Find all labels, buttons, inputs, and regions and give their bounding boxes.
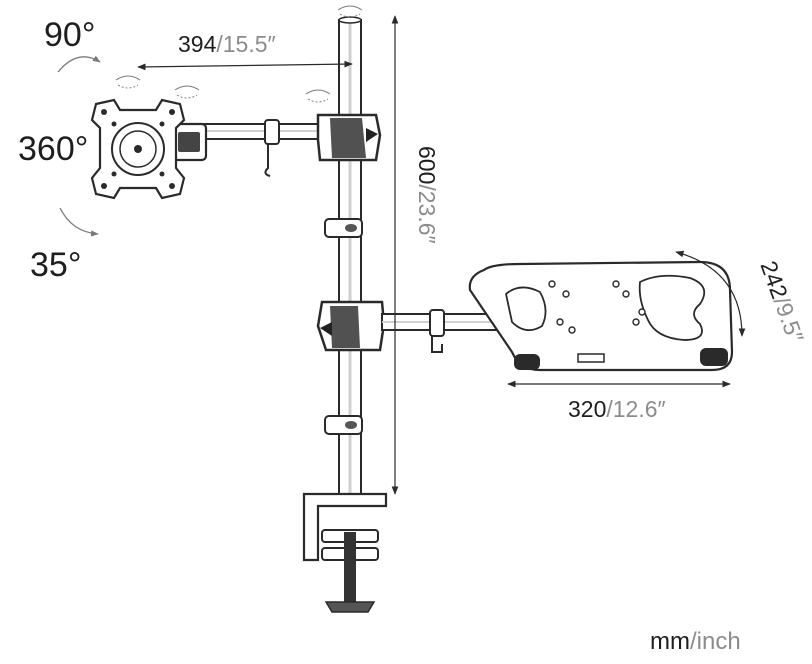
laptop-tray (468, 260, 734, 372)
pole-height-label: 600/23.6″ (414, 146, 440, 244)
desk-clamp (302, 492, 388, 613)
tilt-joint (115, 75, 208, 162)
tray-width-inch: 12.6″ (612, 396, 666, 422)
swivel-angle-label: 35° (30, 246, 82, 284)
unit-legend: mm/inch (650, 630, 741, 654)
swivel-arrow (59, 207, 99, 237)
arm-length-dimension-line (137, 60, 353, 71)
arm-length-inch: 15.5″ (222, 31, 276, 57)
tray-width-label: 320/12.6″ (568, 398, 666, 421)
cable-clip-lower (324, 415, 363, 435)
arm-length-sep: / (216, 31, 223, 57)
tray-width-sep: / (606, 396, 613, 422)
tilt-arrow (57, 55, 101, 73)
tray-width-mm: 320 (568, 396, 607, 422)
cable-clip-upper (324, 218, 363, 238)
rotation-angle-label: 360° (18, 130, 89, 168)
monitor-arm (189, 89, 382, 177)
arm-length-label: 394/15.5″ (178, 33, 276, 56)
arm-length-mm: 394 (178, 31, 217, 57)
pole-height-mm: 600 (414, 146, 440, 185)
vesa-plate (90, 98, 186, 200)
tray-depth-dimension-line (675, 250, 746, 337)
pole-height-inch: 23.6″ (414, 190, 440, 244)
tray-arm (316, 300, 527, 353)
tilt-angle-label: 90° (44, 16, 96, 54)
unit-sep: / (689, 628, 697, 655)
unit-imperial: inch (696, 628, 741, 655)
unit-metric: mm (650, 628, 690, 655)
